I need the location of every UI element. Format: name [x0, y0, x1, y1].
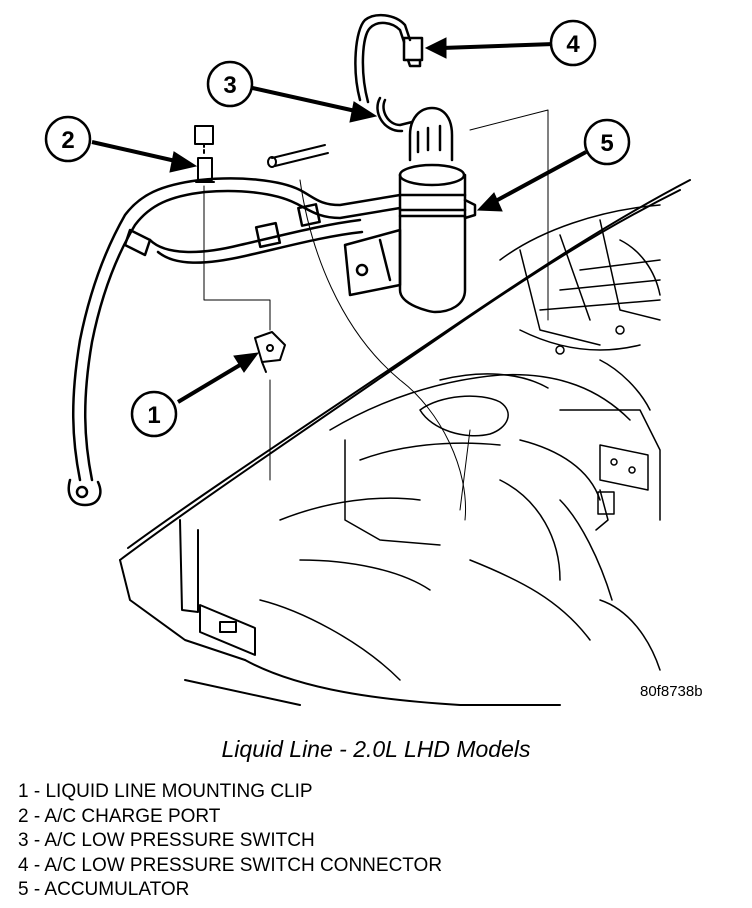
legend-label: A/C CHARGE PORT — [44, 805, 221, 827]
legend-number: 1 — [18, 781, 29, 802]
legend-separator: - — [28, 781, 46, 802]
legend-separator: - — [28, 854, 45, 876]
switch-connector — [354, 13, 424, 104]
legend-label: A/C LOW PRESSURE SWITCH — [44, 830, 315, 851]
callout-3-number: 3 — [223, 72, 236, 99]
arrow-3 — [247, 85, 378, 123]
callout-legend: 1 - LIQUID LINE MOUNTING CLIP 2 - A/C CH… — [18, 780, 442, 903]
legend-label: A/C LOW PRESSURE SWITCH CONNECTOR — [44, 854, 443, 876]
arrow-1 — [176, 352, 260, 404]
legend-item-4: 4 - A/C LOW PRESSURE SWITCH CONNECTOR — [18, 854, 442, 879]
liquid-line-hose — [67, 177, 402, 507]
accumulator — [343, 96, 477, 314]
engine-bay-illustration: 1 2 3 4 5 — [44, 13, 691, 706]
legend-separator: - — [28, 805, 45, 827]
arrow-5 — [476, 150, 587, 212]
legend-number: 2 — [18, 805, 29, 827]
legend-label: ACCUMULATOR — [44, 879, 190, 900]
callout-arrows — [91, 37, 587, 404]
arrow-2 — [91, 140, 198, 173]
callout-4: 4 — [549, 19, 597, 67]
legend-item-3: 3 - A/C LOW PRESSURE SWITCH — [18, 829, 442, 854]
legend-item-5: 5 - ACCUMULATOR — [18, 878, 442, 903]
figure-code: 80f8738b — [640, 683, 703, 700]
legend-separator: - — [28, 830, 45, 851]
legend-item-1: 1 - LIQUID LINE MOUNTING CLIP — [18, 780, 442, 805]
arrow-4 — [424, 37, 555, 59]
legend-separator: - — [28, 879, 45, 900]
callout-2: 2 — [44, 115, 92, 163]
leader-lines — [203, 109, 549, 521]
mounting-clip — [254, 331, 286, 373]
callout-4-number: 4 — [566, 31, 580, 58]
callout-5: 5 — [583, 118, 631, 166]
legend-number: 5 — [18, 879, 29, 900]
bolt — [267, 144, 329, 168]
figure-caption: Liquid Line - 2.0L LHD Models — [221, 736, 531, 762]
legend-label: LIQUID LINE MOUNTING CLIP — [45, 781, 313, 802]
callout-1-number: 1 — [147, 402, 160, 429]
callout-1: 1 — [130, 390, 178, 438]
callout-3: 3 — [206, 60, 254, 108]
callout-2-number: 2 — [61, 127, 74, 154]
callout-circles: 1 2 3 4 5 — [44, 19, 631, 438]
legend-number: 4 — [18, 854, 29, 876]
legend-item-2: 2 - A/C CHARGE PORT — [18, 805, 442, 830]
legend-number: 3 — [18, 830, 29, 851]
charge-port — [194, 125, 215, 183]
fender-outline — [119, 179, 691, 706]
engine-bay-interior — [259, 204, 661, 681]
callout-5-number: 5 — [600, 130, 613, 157]
